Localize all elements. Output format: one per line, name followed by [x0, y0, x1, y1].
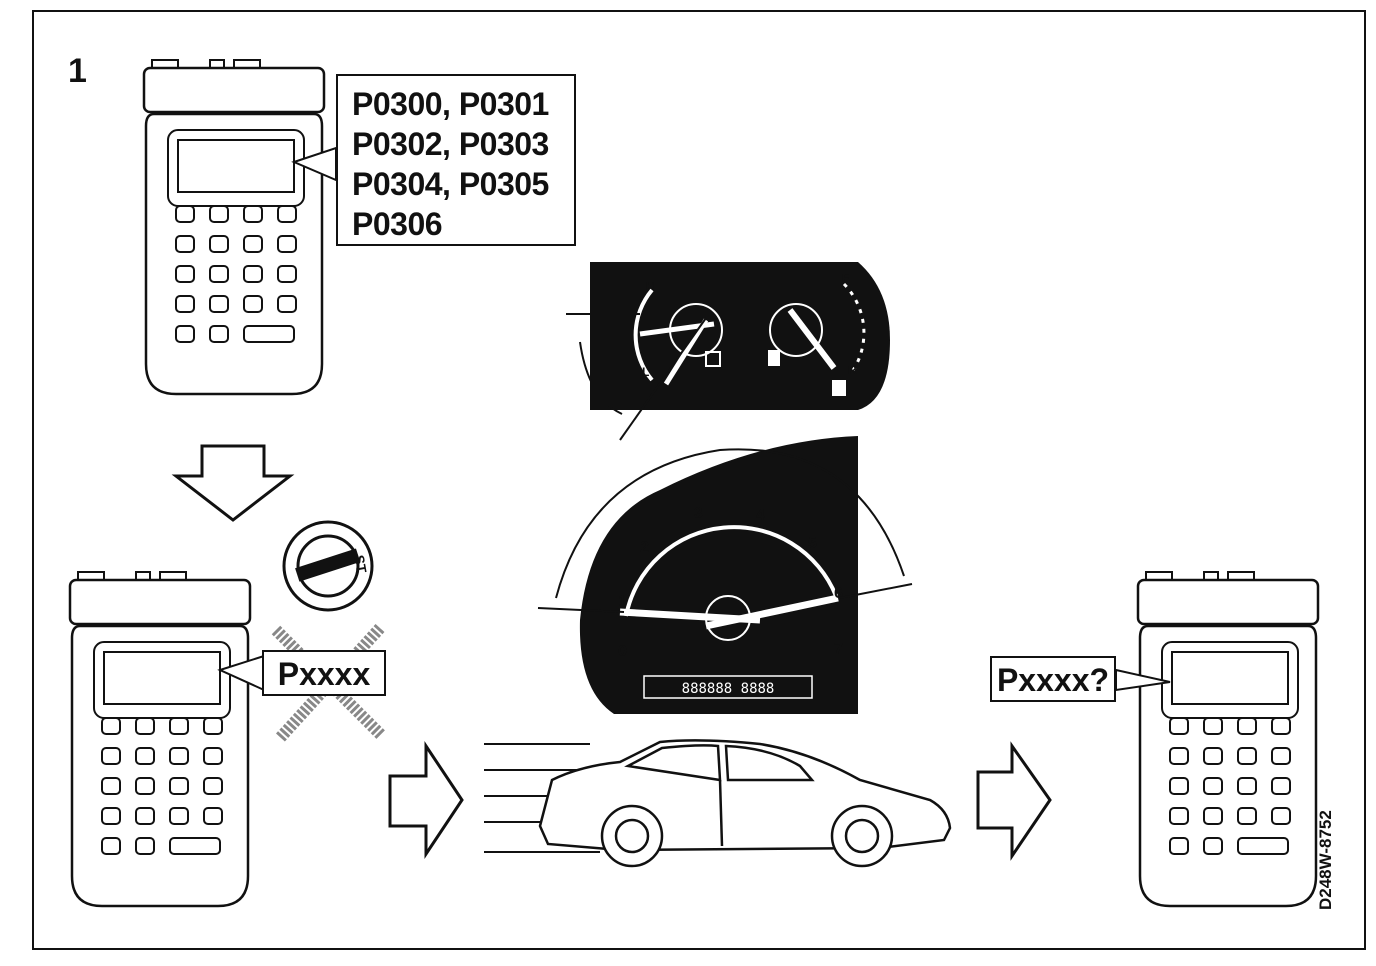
fault-code-list: P0300, P0301 P0302, P0303 P0304, P0305 P… — [336, 74, 576, 246]
callout-pointer-query — [1115, 668, 1171, 692]
fuel-pump-warning-icon — [832, 380, 846, 396]
right-arrow-icon-1 — [388, 741, 464, 859]
query-code-box: Pxxxx? — [990, 656, 1116, 702]
odometer-display — [643, 675, 813, 699]
right-arrow-icon-2 — [976, 741, 1052, 861]
tach-scale-label-7: 7 — [834, 641, 843, 658]
fuel-reserve-label: R — [848, 363, 857, 377]
tach-scale-label-4: 4 — [756, 507, 765, 524]
tach-scale-label-1: 1 — [618, 593, 627, 610]
fault-code-line-4: P0306 — [352, 206, 443, 242]
crossed-code-box: Pxxxx — [262, 650, 386, 696]
gauge-needle-extension — [619, 317, 707, 441]
tach-scale-label-6: 6 — [834, 585, 843, 602]
fault-code-line-3: P0304, P0305 — [352, 166, 549, 202]
tach-scale-label-5: 5 — [808, 535, 817, 552]
car-illustration — [538, 739, 952, 868]
fault-code-line-2: P0302, P0303 — [352, 126, 549, 162]
gauge-swing-arrow — [579, 341, 623, 415]
coolant-temp-icon — [705, 351, 721, 367]
tach-reference-line-high — [839, 583, 913, 599]
scan-tool-top — [142, 58, 326, 396]
figure-number: 1 — [68, 52, 87, 90]
temp-low-label: L — [642, 365, 649, 379]
tach-reference-line-low — [537, 607, 625, 613]
tachometer-panel: 888888 8888 0 1 2 3 4 5 6 7 — [579, 436, 858, 714]
scan-tool-left — [68, 570, 252, 908]
scan-tool-right — [1136, 570, 1320, 908]
fault-code-line-1: P0300, P0301 — [352, 86, 549, 122]
ignition-st-label: ST — [351, 554, 370, 575]
document-id: D248W-8752 — [1316, 810, 1335, 910]
tach-scale-label-0: 0 — [618, 643, 627, 660]
tach-scale-label-3: 3 — [694, 505, 703, 522]
fuel-pump-icon — [768, 350, 780, 366]
tach-scale-label-2: 2 — [640, 539, 649, 556]
odometer-readout: 888888 8888 — [682, 681, 775, 697]
tach-swing-arrow — [555, 448, 905, 599]
temp-high-label: H — [646, 279, 655, 293]
down-arrow-icon — [171, 444, 295, 522]
fuel-full-label: F — [842, 271, 849, 285]
ignition-key-icon: ST — [282, 520, 374, 612]
temp-fuel-gauge-panel: H L F R — [590, 262, 890, 410]
diagram-frame — [32, 10, 1366, 950]
